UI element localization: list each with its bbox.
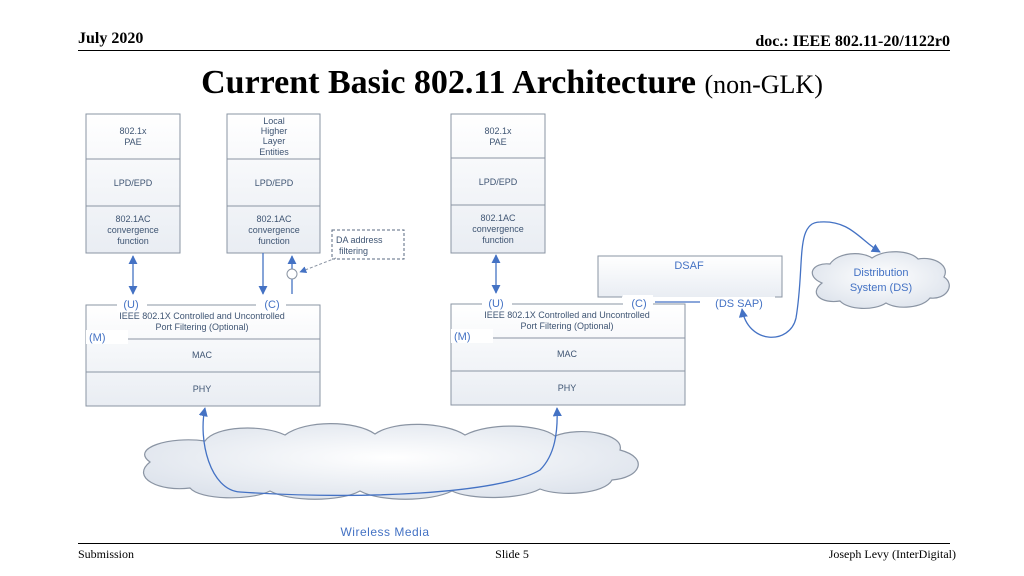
stack3-pae-line2: PAE [489, 137, 506, 147]
header-doc-id: doc.: IEEE 802.11-20/1122r0 [755, 33, 950, 50]
dsaf-label: DSAF [674, 260, 704, 272]
ds-sap-label: (DS SAP) [715, 298, 763, 310]
da-address-filtering-box: DA address filtering [331, 229, 405, 260]
stack3-lpd: LPD/EPD [479, 177, 518, 187]
wireless-media-cloud [143, 423, 639, 500]
slide-title: Current Basic 802.11 Architecture (non-G… [0, 64, 1024, 102]
stack2-higher-line4: Entities [259, 147, 289, 157]
right-port-c: (C) [631, 298, 646, 310]
right-port-u: (U) [488, 298, 503, 310]
da-filter-line1: DA address [336, 235, 383, 245]
mac-stack-right: (U) (C) IEEE 802.1X Controlled and Uncon… [450, 295, 686, 406]
stack2-higher-line2: Higher [261, 126, 288, 136]
stack2-conv-line3: function [258, 236, 290, 246]
left-port-c: (C) [264, 299, 279, 311]
arrow-ds-sap-to-ds [738, 221, 881, 338]
stack1-conv-line3: function [117, 236, 149, 246]
stack1-conv-line2: convergence [107, 225, 159, 235]
stack-2: Local Higher Layer Entities LPD/EPD 802.… [226, 113, 321, 254]
filter-node [286, 268, 298, 280]
left-port-m: (M) [89, 332, 106, 344]
dsaf-box: DSAF [597, 255, 783, 298]
stack-1: 802.1x PAE LPD/EPD 802.1AC convergence f… [85, 113, 181, 254]
right-port-filter-line2: Port Filtering (Optional) [520, 321, 613, 331]
left-mac: MAC [192, 350, 213, 360]
left-port-filter-line2: Port Filtering (Optional) [155, 322, 248, 332]
slide-title-sub: (non-GLK) [704, 70, 823, 99]
stack-3: 802.1x PAE LPD/EPD 802.1AC convergence f… [450, 113, 546, 254]
stack1-pae-line1: 802.1x [119, 126, 147, 136]
distribution-system-cloud: Distribution System (DS) [811, 251, 950, 309]
right-port-m: (M) [454, 331, 471, 343]
stack3-pae-line1: 802.1x [484, 126, 512, 136]
stack2-conv-line2: convergence [248, 225, 300, 235]
stack2-lpd: LPD/EPD [255, 178, 294, 188]
wireless-media-label: Wireless Media [340, 525, 429, 539]
stack2-higher-line3: Layer [263, 136, 286, 146]
footer-slide-number: Slide 5 [495, 547, 529, 561]
left-port-u: (U) [123, 299, 138, 311]
right-mac: MAC [557, 349, 578, 359]
stack3-conv-line2: convergence [472, 224, 524, 234]
stack1-pae-line2: PAE [124, 137, 141, 147]
stack3-conv-line3: function [482, 235, 514, 245]
left-phy: PHY [193, 384, 212, 394]
ds-cloud-line1: Distribution [853, 267, 908, 279]
stack2-higher-line1: Local [263, 116, 285, 126]
stack1-lpd: LPD/EPD [114, 178, 153, 188]
arrow-phy-to-phy [198, 407, 562, 496]
right-port-filter-line1: IEEE 802.1X Controlled and Uncontrolled [484, 310, 650, 320]
header-rule [78, 50, 950, 51]
da-filter-pointer [299, 257, 337, 273]
da-filter-line2: filtering [339, 246, 368, 256]
left-port-filter-line1: IEEE 802.1X Controlled and Uncontrolled [119, 311, 285, 321]
header-date: July 2020 [78, 30, 144, 47]
ds-cloud-line2: System (DS) [850, 282, 912, 294]
footer-rule [78, 543, 950, 544]
footer-author: Joseph Levy (InterDigital) [828, 547, 956, 561]
slide-title-main: Current Basic 802.11 Architecture [201, 64, 696, 101]
footer-submission: Submission [78, 547, 135, 561]
stack3-conv-line1: 802.1AC [480, 213, 516, 223]
mac-stack-left: (U) (C) IEEE 802.1X Controlled and Uncon… [85, 296, 321, 407]
stack1-conv-line1: 802.1AC [115, 214, 151, 224]
right-phy: PHY [558, 383, 577, 393]
stack2-conv-line1: 802.1AC [256, 214, 292, 224]
